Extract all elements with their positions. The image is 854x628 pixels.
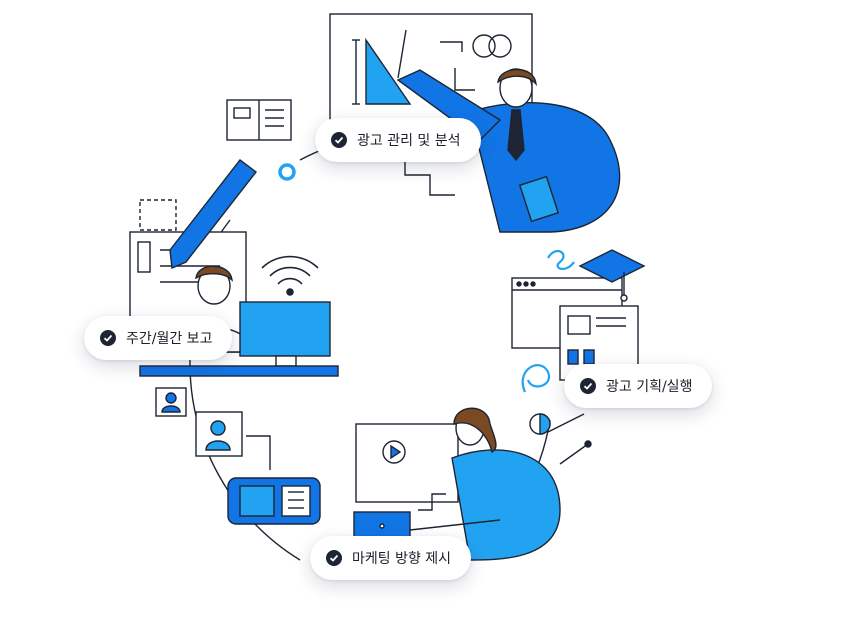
label-ad-management: 광고 관리 및 분석 bbox=[315, 118, 481, 162]
marketing-scene bbox=[353, 407, 561, 561]
wifi-icon bbox=[261, 255, 319, 296]
presenter-man bbox=[396, 29, 621, 233]
label-ad-planning: 광고 기획/실행 bbox=[564, 364, 713, 408]
label-text: 마케팅 방향 제시 bbox=[352, 551, 452, 567]
report-chat bbox=[155, 387, 321, 525]
document-card bbox=[226, 99, 292, 141]
label-weekly-report: 주간/월간 보고 bbox=[84, 316, 233, 360]
graduation-cap-icon bbox=[578, 249, 646, 283]
label-text: 광고 기획/실행 bbox=[606, 379, 693, 395]
ring-node bbox=[278, 163, 296, 181]
person-icon bbox=[161, 392, 181, 413]
label-marketing-direction: 마케팅 방향 제시 bbox=[310, 536, 472, 580]
person-icon bbox=[205, 420, 231, 451]
label-text: 광고 관리 및 분석 bbox=[357, 133, 461, 149]
check-icon bbox=[100, 330, 116, 346]
check-icon bbox=[580, 378, 596, 394]
label-text: 주간/월간 보고 bbox=[126, 331, 213, 347]
planning-scene bbox=[511, 249, 646, 465]
check-icon bbox=[331, 132, 347, 148]
check-icon bbox=[326, 550, 342, 566]
